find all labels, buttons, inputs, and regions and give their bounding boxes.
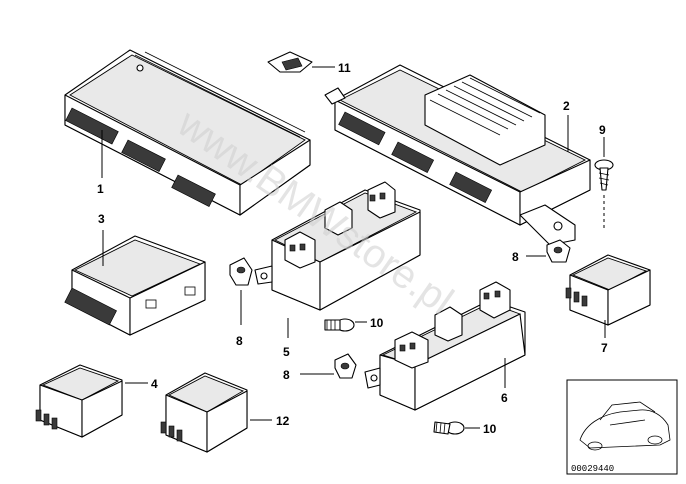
callout-8b: 8 [283, 368, 290, 382]
callout-4: 4 [151, 377, 158, 391]
part-7-relay [565, 254, 651, 326]
part-3-module [64, 235, 206, 336]
callout-10a: 10 [370, 316, 384, 330]
callout-9: 9 [599, 123, 606, 137]
part-8-grommet-left [229, 257, 253, 286]
part-5-relay-module [254, 181, 421, 311]
part-8-grommet-middle [334, 353, 357, 379]
callout-7: 7 [601, 341, 608, 355]
part-9-screw [594, 159, 614, 191]
part-10-screw-middle [324, 318, 355, 332]
part-4-relay [35, 364, 123, 438]
callout-8a: 8 [236, 334, 243, 348]
part-1-control-module [64, 49, 311, 216]
callout-2: 2 [563, 99, 570, 113]
part-11-clip [267, 51, 313, 73]
part-6-relay-module [364, 281, 526, 411]
callout-6: 6 [501, 391, 508, 405]
reference-number: 00029440 [571, 464, 614, 474]
callout-3: 3 [98, 212, 105, 226]
callout-8c: 8 [512, 250, 519, 264]
part-10-screw-lower [433, 421, 465, 435]
car-outline-icon [579, 401, 671, 451]
callout-1: 1 [97, 182, 104, 196]
callout-10b: 10 [483, 422, 497, 436]
callout-12: 12 [276, 414, 290, 428]
vehicle-thumbnail: 00029440 [566, 379, 678, 475]
callout-11: 11 [338, 61, 351, 75]
callout-5: 5 [283, 345, 290, 359]
part-8-grommet-right [546, 239, 571, 263]
part-12-relay [160, 372, 248, 453]
part-2-control-unit [324, 64, 591, 246]
